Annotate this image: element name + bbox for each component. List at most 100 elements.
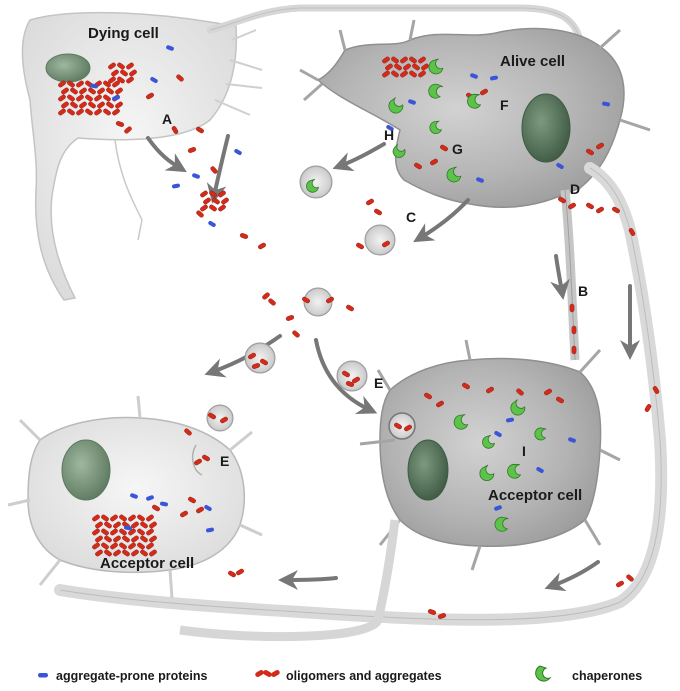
- protein-particle: [130, 493, 138, 499]
- aggregate-pill: [122, 549, 130, 557]
- aggregate-pill: [418, 56, 426, 64]
- oligomer-particle: [366, 198, 374, 206]
- chaperone: [479, 464, 495, 481]
- aggregate-pill: [146, 542, 154, 550]
- oligomer-particle: [188, 496, 196, 504]
- oligomer-particle: [586, 148, 594, 156]
- aggregate-pill: [110, 542, 118, 550]
- oligomer-particle: [404, 424, 412, 432]
- protein-particle: [494, 431, 502, 437]
- oligomer-particle: [196, 210, 204, 218]
- oligomer-particle: [180, 510, 188, 518]
- oligomer-particle: [346, 304, 354, 312]
- arrow-to-right-cell: [314, 338, 378, 414]
- protein-particle: [536, 467, 544, 473]
- aggregate-pill: [103, 108, 111, 116]
- oligomer-particle: [644, 404, 652, 412]
- oligomer-particle: [571, 345, 577, 355]
- acceptor-cell-left-label: Acceptor cell: [100, 555, 194, 572]
- aggregate-pill: [106, 101, 114, 109]
- chaperone: [507, 463, 522, 479]
- dying-cell-label: Dying cell: [88, 25, 159, 42]
- aggregate-pill: [131, 521, 139, 529]
- oligomer-particle: [194, 458, 202, 466]
- legend-proteins-label: aggregate-prone proteins: [56, 669, 207, 683]
- protein-particle: [602, 101, 610, 107]
- aggregate-pill: [101, 542, 109, 550]
- oligomer-particle: [516, 388, 524, 396]
- oligomer-particle: [258, 242, 266, 250]
- oligomer-particle: [115, 121, 125, 127]
- aggregate-pill: [101, 514, 109, 522]
- aggregate-pill: [88, 87, 96, 95]
- oligomer-particle: [430, 158, 438, 166]
- chaperone: [446, 166, 462, 183]
- chaperone: [534, 427, 547, 441]
- aggregate-pill: [418, 70, 426, 78]
- aggregate-pill: [110, 514, 118, 522]
- aggregate-pill: [394, 63, 402, 71]
- aggregate-pill: [149, 549, 157, 557]
- aggregate-pill: [122, 535, 130, 543]
- aggregate-pill: [79, 87, 87, 95]
- chaperone: [306, 178, 319, 193]
- aggregate-pill: [137, 514, 145, 522]
- aggregate-pill: [412, 63, 420, 71]
- label-I: I: [522, 443, 526, 459]
- oligomer-particle: [394, 422, 402, 430]
- chaperone: [482, 434, 495, 449]
- aggregate-pill: [110, 528, 118, 536]
- aggregate-pill: [385, 63, 393, 71]
- oligomer-particle: [196, 506, 204, 514]
- oligomer-particle: [220, 416, 228, 424]
- aggregate-pill: [128, 528, 136, 536]
- protein-particle: [476, 177, 484, 183]
- protein-particle: [556, 163, 564, 169]
- aggregate-pill: [95, 549, 103, 557]
- oligomer-particle: [586, 202, 594, 210]
- protein-particle: [192, 173, 200, 179]
- aggregate-pill: [113, 549, 121, 557]
- aggregate-pill: [104, 521, 112, 529]
- aggregate-pill: [95, 521, 103, 529]
- aggregate-pill: [61, 87, 69, 95]
- aggregate-pill: [400, 70, 408, 78]
- aggregate-pill: [129, 69, 137, 77]
- aggregate-pill: [120, 69, 128, 77]
- aggregate-pill: [92, 514, 100, 522]
- aggregate-pill: [101, 528, 109, 536]
- oligomer-particle: [568, 202, 576, 210]
- oligomer-particle: [424, 392, 432, 400]
- aggregate-pill: [403, 63, 411, 71]
- aggregate-pill: [108, 76, 116, 84]
- aggregate-pill: [131, 535, 139, 543]
- aggregate-pill: [203, 197, 211, 205]
- oligomer-particle: [239, 233, 249, 239]
- aggregate-pill: [126, 76, 134, 84]
- arrow-bottom-right: [544, 560, 600, 592]
- oligomer-particle: [596, 142, 604, 150]
- arrow-A-right: [206, 134, 230, 204]
- aggregate-pill: [103, 94, 111, 102]
- aggregate-pill: [409, 70, 417, 78]
- dying-cell-axon-edge: [209, 7, 581, 41]
- aggregate-pill: [137, 528, 145, 536]
- endocytic-pocket: [191, 444, 203, 476]
- label-E-mid: E: [374, 375, 383, 391]
- vesicle-entering-right-cell: [388, 412, 416, 440]
- oligomer-particle: [628, 228, 636, 236]
- aggregate-pill: [67, 80, 75, 88]
- tunneling-nanotube-edge: [564, 189, 576, 361]
- protein-particle: [490, 75, 498, 81]
- aggregate-pill: [104, 535, 112, 543]
- aggregate-pill: [391, 70, 399, 78]
- protein-particle: [146, 495, 154, 501]
- arrow-H: [332, 142, 386, 172]
- acceptor-cell-right-axon: [179, 519, 400, 642]
- aggregate-pill: [126, 62, 134, 70]
- protein-particle: [150, 77, 158, 83]
- protein-particle: [160, 501, 168, 507]
- chaperone: [428, 83, 444, 99]
- oligomer-particle: [196, 126, 204, 134]
- acceptor-cell-left-dendrites: [7, 395, 263, 599]
